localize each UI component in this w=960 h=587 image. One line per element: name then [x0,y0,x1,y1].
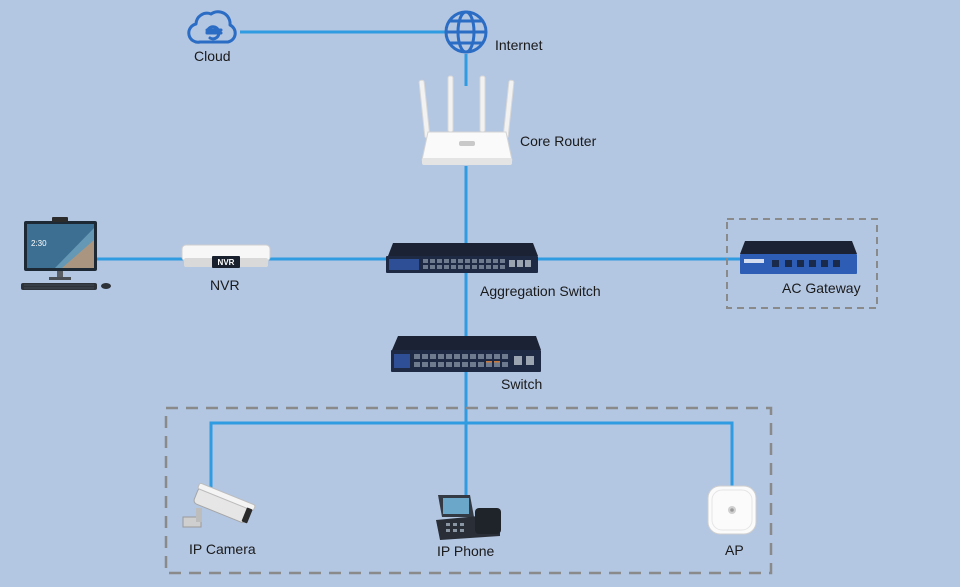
endpoints-group-border [164,406,773,575]
globe-icon [444,10,488,54]
pc-screen-clock: 2:30 [31,239,47,248]
link-endpoint-bus [209,421,734,500]
pc-device: 2:30 [21,217,111,290]
nvr-badge-text: NVR [218,258,235,267]
nvr-device: NVR [181,244,271,268]
internet-label: Internet [495,37,543,53]
core-router-device [418,75,515,165]
gateway-group-border [726,218,878,309]
switch-label: Switch [501,376,543,392]
ap-label: AP [725,542,744,558]
links [96,30,742,500]
nvr-label: NVR [210,277,240,293]
cloud-icon [187,10,237,44]
aggregation-switch-device [386,243,538,273]
access-point-device [707,485,757,535]
ac-gateway-label: AC Gateway [782,280,861,296]
ip-camera-label: IP Camera [189,541,256,557]
ip-camera-device [182,482,256,528]
ip-phone-label: IP Phone [437,543,495,559]
aggregation-switch-label: Aggregation Switch [480,283,601,299]
core-router-label: Core Router [520,133,597,149]
ac-gateway-device [740,241,857,274]
access-switch-device [391,336,541,372]
ip-phone-device [436,495,501,540]
cloud-label: Cloud [194,48,231,64]
